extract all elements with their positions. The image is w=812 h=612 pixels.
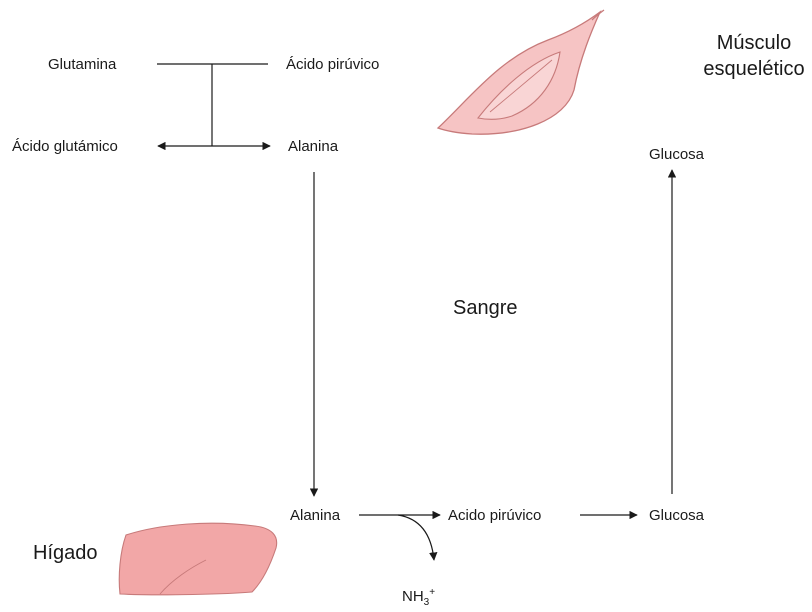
muscle-title-line2: esquelético (696, 56, 812, 82)
liver-icon (119, 523, 276, 595)
glutamic-acid-label: Ácido glutámico (12, 138, 118, 156)
glucose-liver-label: Glucosa (649, 507, 704, 525)
glutamine-label: Glutamina (48, 56, 116, 74)
ammonia-base: NH (402, 588, 424, 605)
liver-title: Hígado (33, 540, 98, 566)
skeletal-muscle-icon (438, 10, 604, 134)
pyruvic-acid-muscle-label: Ácido pirúvico (286, 56, 379, 74)
ammonia-release-arrow (398, 515, 434, 560)
muscle-title: Músculo esquelético (696, 30, 812, 82)
ammonia-label: NH3+ (402, 584, 435, 612)
alanine-liver-label: Alanina (290, 507, 340, 525)
ammonia-superscript: + (429, 587, 435, 598)
pyruvic-acid-liver-label: Acido pirúvico (448, 507, 541, 525)
blood-label: Sangre (453, 295, 518, 321)
muscle-title-line1: Músculo (696, 30, 812, 56)
glucose-muscle-label: Glucosa (649, 146, 704, 164)
alanine-muscle-label: Alanina (288, 138, 338, 156)
ammonia-subscript: 3 (424, 597, 430, 608)
